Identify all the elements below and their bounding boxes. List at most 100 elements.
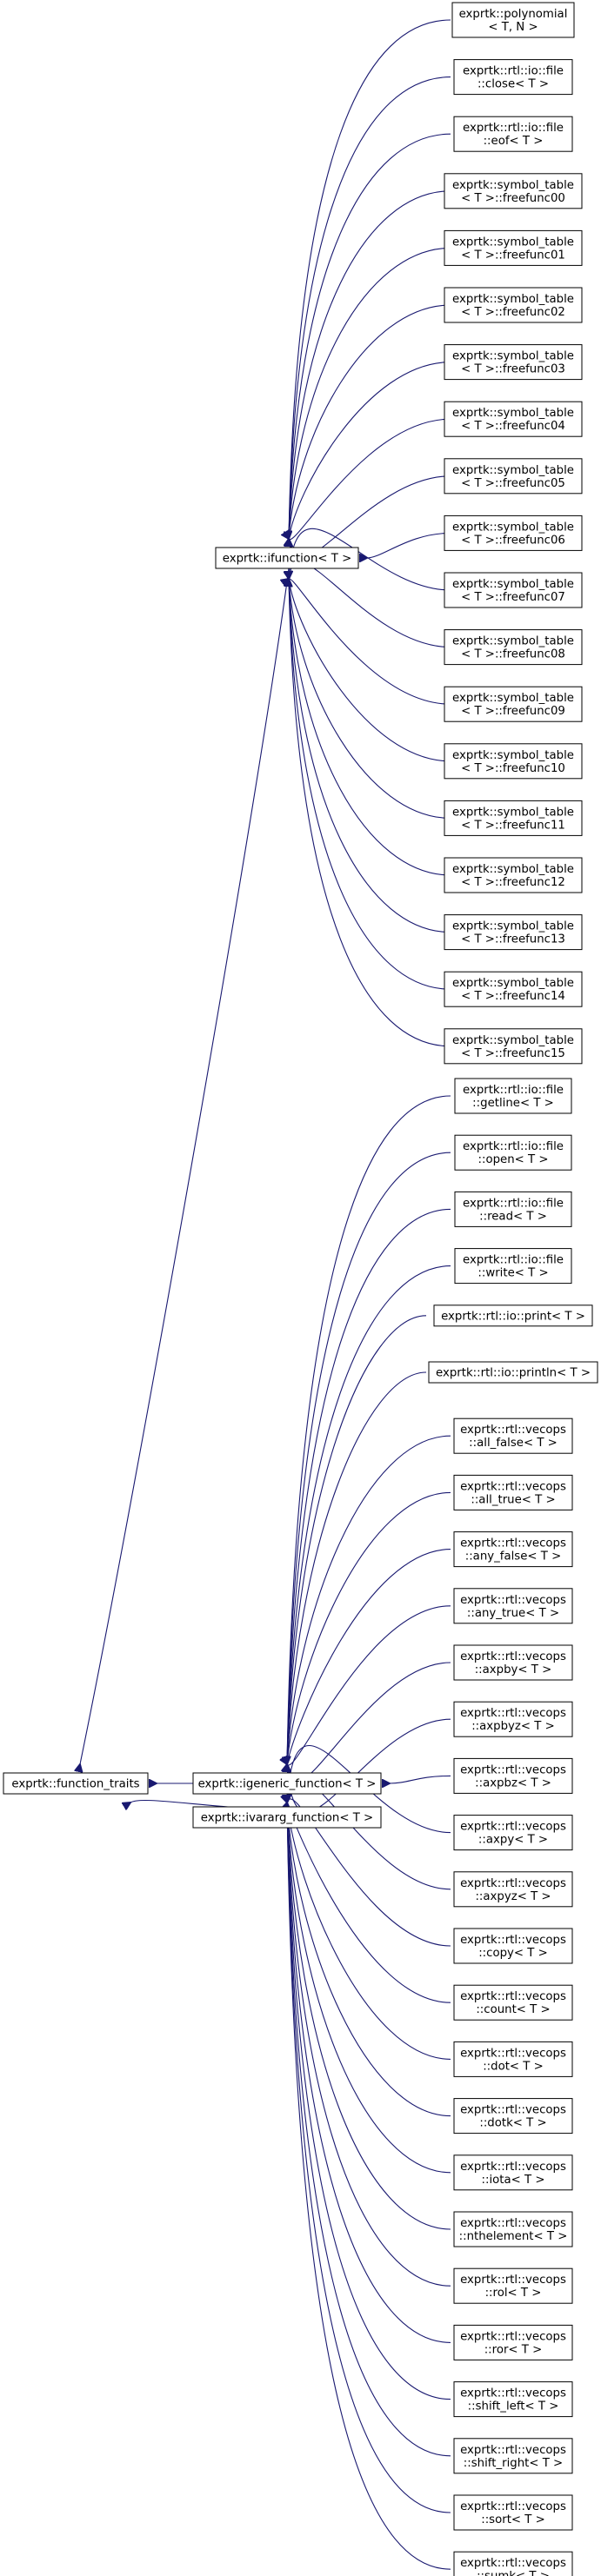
node-exprtk-rtl-vecops-all-true-t[interactable]: exprtk::rtl::vecops::all_true< T > bbox=[453, 1474, 573, 1510]
node-label: ::dotk< T > bbox=[479, 2117, 546, 2130]
node-label: exprtk::rtl::vecops bbox=[460, 1990, 566, 2003]
node-exprtk-rtl-io-print-t[interactable]: exprtk::rtl::io::print< T > bbox=[433, 1305, 593, 1327]
node-label: exprtk::symbol_table bbox=[452, 806, 574, 819]
node-label: exprtk::rtl::io::println< T > bbox=[436, 1367, 591, 1380]
node-exprtk-rtl-vecops-axpbz-t[interactable]: exprtk::rtl::vecops::axpbz< T > bbox=[453, 1757, 573, 1794]
inheritance-edge bbox=[287, 1208, 451, 1764]
node-box bbox=[454, 1134, 572, 1171]
node-box bbox=[444, 857, 583, 893]
node-box bbox=[453, 1474, 573, 1510]
node-label: exprtk::symbol_table bbox=[452, 350, 574, 363]
node-exprtk-rtl-vecops-axpbyz-t[interactable]: exprtk::rtl::vecops::axpbyz< T > bbox=[453, 1701, 573, 1737]
node-exprtk-rtl-io-file-write-t[interactable]: exprtk::rtl::io::file::write< T > bbox=[454, 1248, 572, 1285]
node-box bbox=[453, 1871, 573, 1908]
node-label: exprtk::rtl::vecops bbox=[460, 2161, 566, 2174]
node-exprtk-rtl-vecops-axpyz-t[interactable]: exprtk::rtl::vecops::axpyz< T > bbox=[453, 1871, 573, 1908]
node-exprtk-rtl-vecops-rol-t[interactable]: exprtk::rtl::vecops::rol< T > bbox=[453, 2267, 573, 2304]
node-exprtk-rtl-vecops-iota-t[interactable]: exprtk::rtl::vecops::iota< T > bbox=[453, 2154, 573, 2191]
node-exprtk-rtl-io-file-getline-t[interactable]: exprtk::rtl::io::file::getline< T > bbox=[454, 1078, 572, 1114]
node-exprtk-symbol-table-t-freefunc14[interactable]: exprtk::symbol_table< T >::freefunc14 bbox=[444, 971, 583, 1007]
node-box bbox=[451, 2, 575, 38]
node-exprtk-symbol-table-t-freefunc08[interactable]: exprtk::symbol_table< T >::freefunc08 bbox=[444, 629, 583, 666]
node-box bbox=[444, 743, 583, 780]
inheritance-edge bbox=[287, 1803, 451, 2003]
node-label: exprtk::rtl::vecops bbox=[460, 1650, 566, 1663]
node-igeneric-function[interactable]: exprtk::igeneric_function< T > bbox=[192, 1772, 382, 1795]
node-exprtk-symbol-table-t-freefunc00[interactable]: exprtk::symbol_table< T >::freefunc00 bbox=[444, 173, 583, 209]
node-exprtk-rtl-vecops-copy-t[interactable]: exprtk::rtl::vecops::copy< T > bbox=[453, 1928, 573, 1964]
node-exprtk-rtl-vecops-ror-t[interactable]: exprtk::rtl::vecops::ror< T > bbox=[453, 2324, 573, 2360]
inheritance-edge bbox=[287, 1803, 451, 2400]
node-label: exprtk::rtl::io::file bbox=[463, 1254, 564, 1267]
node-exprtk-rtl-io-file-open-t[interactable]: exprtk::rtl::io::file::open< T > bbox=[454, 1134, 572, 1171]
node-label: exprtk::symbol_table bbox=[452, 863, 574, 876]
inheritance-edge bbox=[289, 190, 451, 539]
node-box bbox=[444, 173, 583, 209]
node-exprtk-polynomial-t-n[interactable]: exprtk::polynomial< T, N > bbox=[451, 2, 575, 38]
node-exprtk-rtl-vecops-count-t[interactable]: exprtk::rtl::vecops::count< T > bbox=[453, 1984, 573, 2021]
node-exprtk-symbol-table-t-freefunc11[interactable]: exprtk::symbol_table< T >::freefunc11 bbox=[444, 800, 583, 836]
node-exprtk-symbol-table-t-freefunc07[interactable]: exprtk::symbol_table< T >::freefunc07 bbox=[444, 572, 583, 608]
node-exprtk-rtl-vecops-any-false-t[interactable]: exprtk::rtl::vecops::any_false< T > bbox=[453, 1531, 573, 1568]
node-label: exprtk::symbol_table bbox=[452, 521, 574, 534]
node-exprtk-rtl-io-file-eof-t[interactable]: exprtk::rtl::io::file::eof< T > bbox=[453, 116, 573, 152]
node-box bbox=[444, 572, 583, 608]
node-label: ::axpy< T > bbox=[478, 1834, 548, 1847]
inheritance-edge bbox=[287, 1718, 451, 1813]
node-exprtk-rtl-vecops-axpby-t[interactable]: exprtk::rtl::vecops::axpby< T > bbox=[453, 1644, 573, 1681]
node-exprtk-rtl-io-file-close-t[interactable]: exprtk::rtl::io::file::close< T > bbox=[453, 59, 573, 96]
node-exprtk-rtl-vecops-shift-left-t[interactable]: exprtk::rtl::vecops::shift_left< T > bbox=[453, 2381, 573, 2418]
node-exprtk-symbol-table-t-freefunc10[interactable]: exprtk::symbol_table< T >::freefunc10 bbox=[444, 743, 583, 780]
inheritance-edge bbox=[287, 1315, 427, 1764]
node-label: ::count< T > bbox=[476, 2003, 550, 2016]
node-exprtk-rtl-vecops-axpy-t[interactable]: exprtk::rtl::vecops::axpy< T > bbox=[453, 1815, 573, 1851]
node-ifunction[interactable]: exprtk::ifunction< T > bbox=[215, 547, 359, 569]
node-label: < T >::freefunc07 bbox=[461, 591, 565, 604]
node-exprtk-rtl-vecops-any-true-t[interactable]: exprtk::rtl::vecops::any_true< T > bbox=[453, 1588, 573, 1624]
inheritance-edge bbox=[130, 1799, 229, 1807]
node-exprtk-rtl-vecops-dotk-t[interactable]: exprtk::rtl::vecops::dotk< T > bbox=[453, 2098, 573, 2134]
inheritance-edge bbox=[287, 1549, 451, 1764]
node-exprtk-rtl-vecops-all-false-t[interactable]: exprtk::rtl::vecops::all_false< T > bbox=[453, 1417, 573, 1454]
node-exprtk-symbol-table-t-freefunc09[interactable]: exprtk::symbol_table< T >::freefunc09 bbox=[444, 686, 583, 722]
inheritance-edge bbox=[287, 1152, 451, 1764]
node-exprtk-symbol-table-t-freefunc02[interactable]: exprtk::symbol_table< T >::freefunc02 bbox=[444, 287, 583, 323]
node-exprtk-rtl-vecops-sort-t[interactable]: exprtk::rtl::vecops::sort< T > bbox=[453, 2494, 573, 2531]
node-box bbox=[444, 458, 583, 495]
node-label: < T >::freefunc00 bbox=[461, 192, 565, 205]
node-exprtk-symbol-table-t-freefunc13[interactable]: exprtk::symbol_table< T >::freefunc13 bbox=[444, 914, 583, 951]
node-box bbox=[453, 1815, 573, 1851]
node-box bbox=[453, 59, 573, 96]
node-exprtk-symbol-table-t-freefunc15[interactable]: exprtk::symbol_table< T >::freefunc15 bbox=[444, 1028, 583, 1065]
node-label: exprtk::rtl::vecops bbox=[460, 1934, 566, 1947]
node-label: < T >::freefunc13 bbox=[461, 933, 565, 946]
node-label: exprtk::rtl::vecops bbox=[460, 2557, 566, 2570]
node-ivararg-function[interactable]: exprtk::ivararg_function< T > bbox=[192, 1806, 382, 1829]
node-box bbox=[444, 229, 583, 266]
node-exprtk-rtl-vecops-sumk-t[interactable]: exprtk::rtl::vecops::sumk< T > bbox=[453, 2551, 573, 2576]
node-exprtk-symbol-table-t-freefunc01[interactable]: exprtk::symbol_table< T >::freefunc01 bbox=[444, 229, 583, 266]
node-label: ::getline< T > bbox=[472, 1097, 554, 1110]
node-exprtk-rtl-vecops-shift-right-t[interactable]: exprtk::rtl::vecops::shift_right< T > bbox=[453, 2438, 573, 2474]
node-exprtk-rtl-io-println-t[interactable]: exprtk::rtl::io::println< T > bbox=[428, 1361, 598, 1384]
node-exprtk-rtl-vecops-nthelement-t[interactable]: exprtk::rtl::vecops::nthelement< T > bbox=[453, 2211, 573, 2247]
node-exprtk-rtl-io-file-read-t[interactable]: exprtk::rtl::io::file::read< T > bbox=[454, 1191, 572, 1227]
node-label: exprtk::rtl::vecops bbox=[460, 1594, 566, 1607]
node-exprtk-symbol-table-t-freefunc03[interactable]: exprtk::symbol_table< T >::freefunc03 bbox=[444, 344, 583, 381]
node-exprtk-symbol-table-t-freefunc05[interactable]: exprtk::symbol_table< T >::freefunc05 bbox=[444, 458, 583, 495]
node-label: ::shift_right< T > bbox=[464, 2457, 563, 2470]
node-exprtk-rtl-vecops-dot-t[interactable]: exprtk::rtl::vecops::dot< T > bbox=[453, 2041, 573, 2077]
node-label: ::axpbyz< T > bbox=[471, 1720, 555, 1733]
node-exprtk-symbol-table-t-freefunc12[interactable]: exprtk::symbol_table< T >::freefunc12 bbox=[444, 857, 583, 893]
node-label: exprtk::igeneric_function< T > bbox=[198, 1778, 377, 1791]
node-label: exprtk::rtl::vecops bbox=[460, 1877, 566, 1890]
inheritance-edge bbox=[289, 579, 451, 990]
node-box bbox=[454, 1191, 572, 1227]
node-function-traits[interactable]: exprtk::function_traits bbox=[3, 1772, 149, 1795]
node-exprtk-symbol-table-t-freefunc04[interactable]: exprtk::symbol_table< T >::freefunc04 bbox=[444, 401, 583, 437]
node-label: ::open< T > bbox=[477, 1153, 548, 1166]
node-exprtk-symbol-table-t-freefunc06[interactable]: exprtk::symbol_table< T >::freefunc06 bbox=[444, 515, 583, 551]
node-box bbox=[444, 629, 583, 666]
node-box bbox=[453, 1417, 573, 1454]
node-label: < T >::freefunc03 bbox=[461, 363, 565, 376]
